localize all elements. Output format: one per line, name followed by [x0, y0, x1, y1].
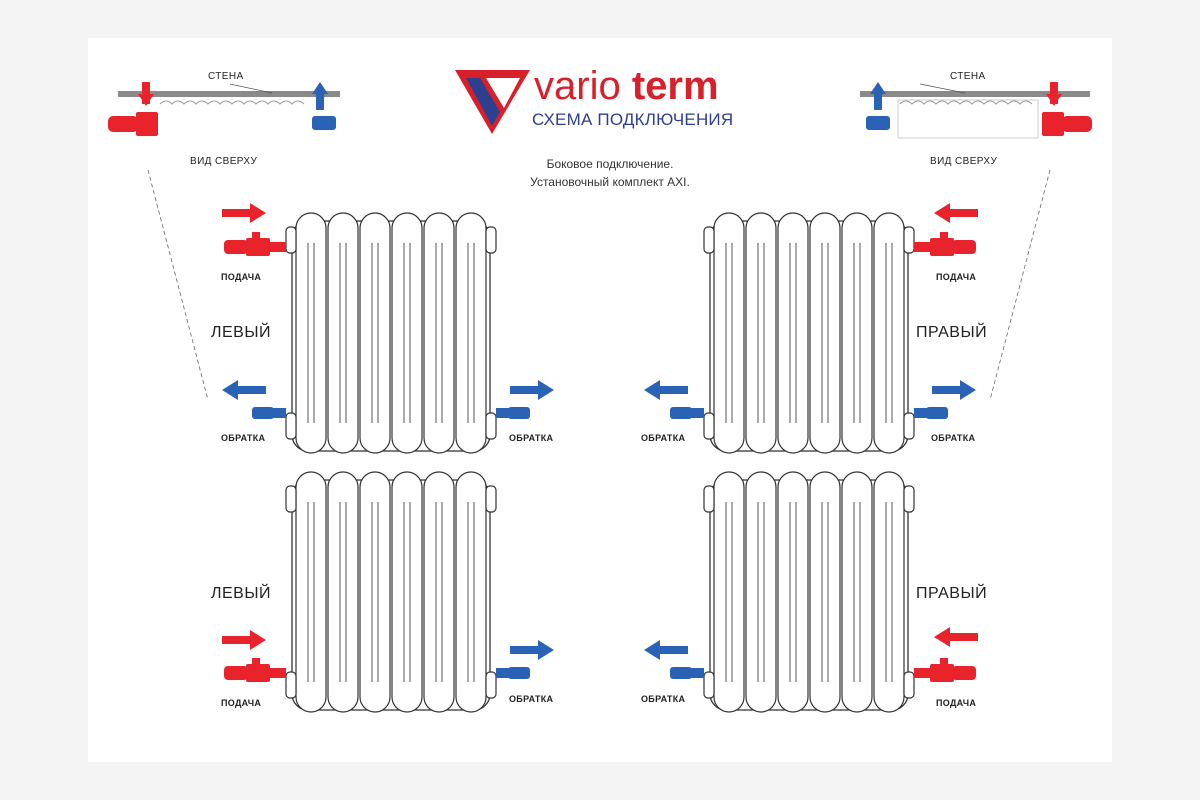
supply-label-3: ПОДАЧА	[221, 698, 262, 708]
supply-label-4: ПОДАЧА	[936, 698, 977, 708]
return-valve-3	[496, 667, 530, 679]
supply-arrow-2	[934, 203, 978, 223]
return-valve-2b	[914, 407, 948, 419]
supply-valve-topleft	[108, 82, 158, 136]
supply-arrow-4	[934, 627, 978, 647]
return-valve-2a	[670, 407, 704, 419]
return-label-1a: ОБРАТКА	[221, 433, 266, 443]
side-label-1: ЛЕВЫЙ	[211, 324, 272, 341]
logo-mark	[455, 70, 530, 134]
return-label-2a: ОБРАТКА	[641, 433, 686, 443]
return-arrow-4	[644, 640, 688, 660]
wall-label-left: СТЕНА	[208, 71, 244, 82]
top-view-label-right: ВИД СВЕРХУ	[930, 156, 998, 167]
supply-valve-3	[224, 658, 286, 682]
logo-brand-part2: term	[631, 64, 719, 108]
side-label-2: ПРАВЫЙ	[916, 324, 988, 341]
logo-brand: vario term	[534, 64, 719, 108]
logo-brand-part1: vario	[534, 64, 621, 108]
supply-valve-4	[914, 658, 976, 682]
supply-valve-1	[224, 232, 286, 256]
top-view-right	[860, 82, 1092, 401]
top-view-left	[108, 82, 340, 401]
return-arrow-1b	[510, 380, 554, 400]
radiator-bottom-right	[703, 471, 915, 713]
supply-arrow-1	[222, 203, 266, 223]
top-view-label-left: ВИД СВЕРХУ	[190, 156, 258, 167]
radiator-top-right	[703, 212, 915, 454]
side-label-3: ЛЕВЫЙ	[211, 585, 272, 602]
return-valve-1b	[496, 407, 530, 419]
logo: vario term СХЕМА ПОДКЛЮЧЕНИЯ	[452, 62, 762, 136]
return-arrow-2a	[644, 380, 688, 400]
return-valve-4	[670, 667, 704, 679]
return-label-3: ОБРАТКА	[509, 694, 554, 704]
radiator-top-left	[285, 212, 497, 454]
return-label-2b: ОБРАТКА	[931, 433, 976, 443]
return-valve-1a	[252, 407, 286, 419]
side-label-4: ПРАВЫЙ	[916, 585, 988, 602]
supply-valve-topright	[1042, 82, 1092, 136]
supply-valve-2	[914, 232, 976, 256]
wall-label-right: СТЕНА	[950, 71, 986, 82]
return-label-1b: ОБРАТКА	[509, 433, 554, 443]
radiator-bottom-left	[285, 471, 497, 713]
return-valve-topright	[866, 82, 890, 130]
return-label-4: ОБРАТКА	[641, 694, 686, 704]
supply-label-2: ПОДАЧА	[936, 272, 977, 282]
return-arrow-3	[510, 640, 554, 660]
supply-label-1: ПОДАЧА	[221, 272, 262, 282]
return-arrow-1a	[222, 380, 266, 400]
supply-arrow-3	[222, 630, 266, 650]
description-line-1: Боковое подключение.	[546, 157, 674, 171]
return-arrow-2b	[932, 380, 976, 400]
description-line-2: Установочный комплект AXI.	[530, 175, 690, 189]
return-valve-topleft	[312, 82, 336, 130]
logo-subtitle: СХЕМА ПОДКЛЮЧЕНИЯ	[532, 110, 734, 129]
